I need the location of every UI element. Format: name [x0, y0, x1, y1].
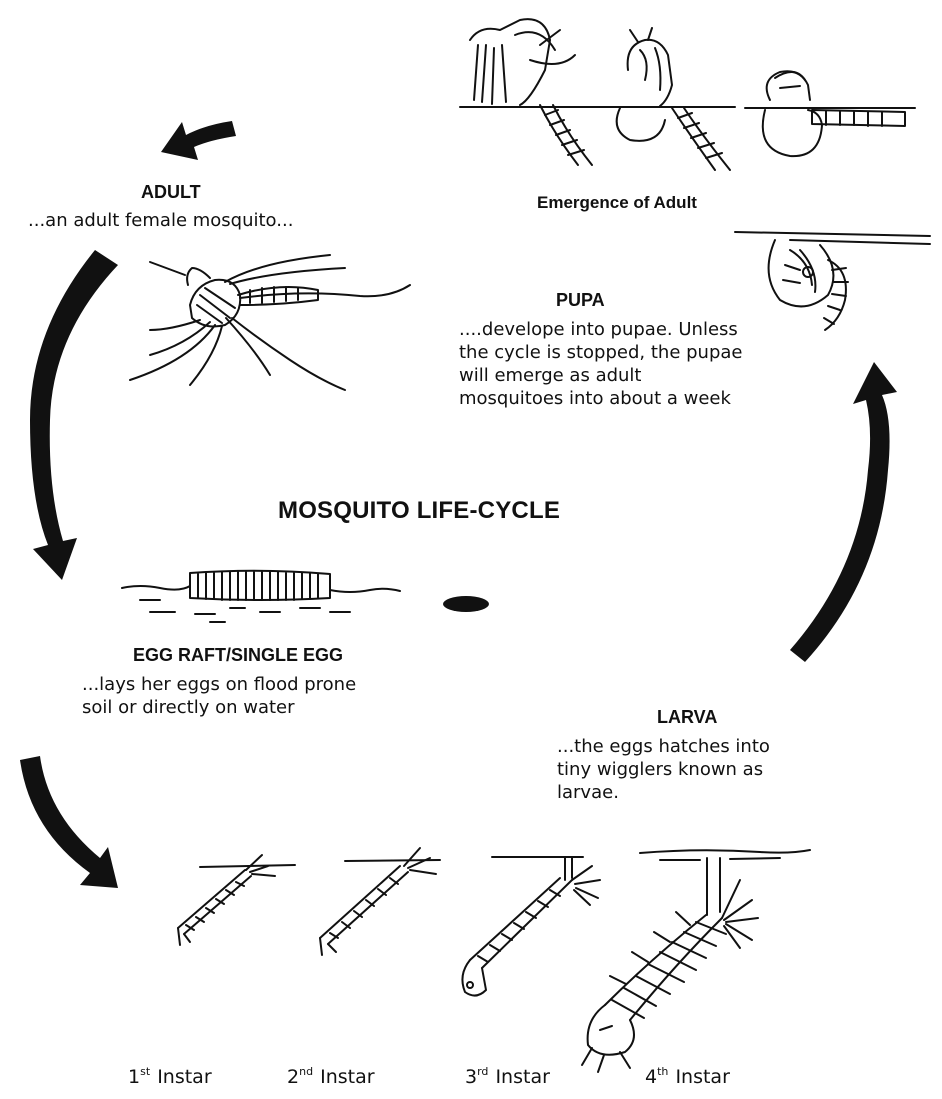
diagram-title: MOSQUITO LIFE-CYCLE [278, 497, 560, 525]
larva-instar-3-illustration [462, 857, 600, 996]
pupa-description-line: ....develope into pupae. Unless [459, 318, 742, 341]
pupa-description-line: mosquitoes into about a week [459, 387, 742, 410]
pupa-illustration [735, 232, 930, 330]
instar-number: 1 [128, 1066, 140, 1088]
instar-label-3: 3rd Instar [465, 1065, 550, 1088]
larva-description-line: ...the eggs hatches into [557, 735, 770, 758]
pupa-heading: PUPA [556, 290, 605, 311]
larva-description: ...the eggs hatches into tiny wigglers k… [557, 735, 770, 804]
cycle-arrow-top-left [161, 121, 236, 160]
pupa-description-line: will emerge as adult [459, 364, 742, 387]
larva-description-line: larvae. [557, 781, 770, 804]
larva-description-line: tiny wigglers known as [557, 758, 770, 781]
cycle-arrow-right [790, 362, 897, 662]
larva-instar-4-illustration [582, 850, 810, 1072]
egg-description-line: soil or directly on water [82, 696, 356, 719]
egg-description: ...lays her eggs on flood prone soil or … [82, 673, 356, 719]
instar-word: Instar [675, 1066, 729, 1088]
cycle-arrow-bottom-left [20, 756, 118, 888]
instar-number: 3 [465, 1066, 477, 1088]
egg-heading: EGG RAFT/SINGLE EGG [133, 645, 343, 666]
egg-description-line: ...lays her eggs on flood prone [82, 673, 356, 696]
cycle-arrow-left [30, 250, 118, 580]
larva-instar-2-illustration [320, 848, 440, 955]
larva-heading: LARVA [657, 707, 717, 728]
instar-ordinal: nd [299, 1065, 313, 1078]
single-egg-illustration [443, 596, 489, 612]
emergence-heading: Emergence of Adult [537, 193, 697, 213]
pupa-description: ....develope into pupae. Unless the cycl… [459, 318, 742, 410]
instar-label-4: 4th Instar [645, 1065, 730, 1088]
adult-description: ...an adult female mosquito... [28, 209, 293, 232]
larva-instar-1-illustration [178, 855, 295, 945]
instar-label-2: 2nd Instar [287, 1065, 375, 1088]
instar-ordinal: th [657, 1065, 668, 1078]
adult-mosquito-illustration [130, 255, 410, 390]
instar-word: Instar [157, 1066, 211, 1088]
instar-number: 4 [645, 1066, 657, 1088]
instar-ordinal: rd [477, 1065, 488, 1078]
instar-number: 2 [287, 1066, 299, 1088]
pupa-description-line: the cycle is stopped, the pupae [459, 341, 742, 364]
egg-raft-illustration [122, 571, 400, 622]
instar-word: Instar [495, 1066, 549, 1088]
adult-heading: ADULT [141, 182, 201, 203]
emergence-illustration [460, 19, 915, 170]
instar-label-1: 1st Instar [128, 1065, 212, 1088]
instar-word: Instar [320, 1066, 374, 1088]
instar-ordinal: st [140, 1065, 150, 1078]
